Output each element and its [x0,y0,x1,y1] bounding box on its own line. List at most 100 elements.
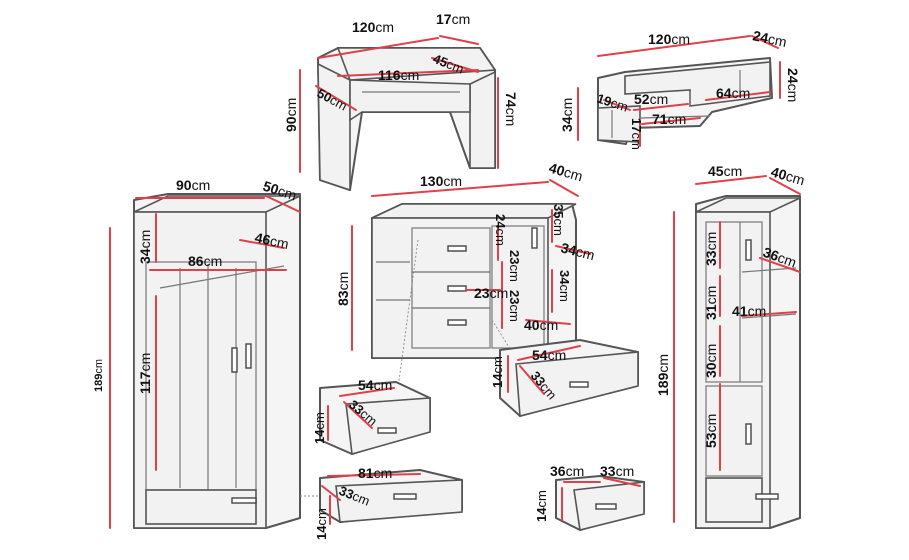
bookcase-glass-door [705,221,763,383]
chest-drawer-3 [411,307,491,349]
desk-height-label: 90cm [283,98,299,132]
desk [317,47,497,192]
wall-shelf-dividers [611,70,741,138]
shelf-bottom-width-label: 71cm [652,111,686,127]
wall-shelf [597,57,773,145]
wardrobe-drawer-depth-line [321,485,341,501]
wardrobe-hanging-height-label: 117cm [137,353,153,394]
desk-side-depth-line [315,85,357,111]
chest-depth-label: 40cm [547,160,584,185]
shelf-width-line [597,35,751,57]
bookcase-width-label: 45cm [708,163,742,179]
chest-left-shelves [376,261,410,301]
chest-depth-line [549,179,579,197]
bookcase-height-label: 189cm [655,354,671,396]
chest-drawer-left-handle [377,427,397,434]
bookcase-width-line [695,175,767,185]
bookcase-cabinet-door [705,385,763,477]
shelf-width-label: 120cm [648,31,690,47]
shelf-bottom-depth-label: 17cm [629,118,644,150]
dimension-lines [109,35,801,529]
wardrobe-height-label: 189cm [93,359,105,392]
wardrobe-door-seams [179,264,237,490]
bookcase-shelf-depth-line [759,257,801,273]
desk-top [336,47,497,81]
bookcase-drawer-depth-label: 33cm [600,463,634,479]
wardrobe-drawer-width-label: 81cm [358,465,392,481]
bookcase-inner-width-line [741,311,797,317]
chest-drawer-left-height-label: 14cm [312,412,327,444]
chest-mid-drawer-1-label: 23cm [507,250,522,282]
chest-drawer-right-width-line [517,345,581,361]
desk-leg-height-label: 74cm [503,92,519,126]
chest-right-lower-label: 34cm [557,270,572,302]
wardrobe-depth-line [265,195,301,213]
shelf-compartment-b-label: 64cm [716,85,750,101]
chest-drawer-left-width-line [339,387,395,397]
chest-handle-2 [447,285,467,292]
chest-drawer-right [499,339,639,418]
desk-width-line [317,37,439,59]
wardrobe-inner-width-label: 86cm [188,253,222,269]
shelf-small-depth-line [603,99,631,111]
chest-inner-depth-line [525,319,571,325]
chest-drawer-left-width-label: 54cm [358,377,392,393]
wardrobe-drawer-handle [231,497,257,504]
desk-depth-label: 17cm [436,11,470,27]
chest-width-label: 130cm [420,173,462,189]
chest-height-label: 83cm [335,272,351,306]
desk-left-leg [317,62,351,192]
wardrobe-drawer-depth-label: 33cm [337,483,372,509]
wardrobe-width-label: 90cm [176,177,210,193]
shelf-small-depth-label: 19cm [595,91,630,115]
chest-drawer-right-height-label: 14cm [490,356,505,388]
bookcase-section-3-label: 30cm [703,344,719,378]
bookcase-section-1-label: 33cm [703,232,719,266]
bookcase [695,195,801,529]
bookcase-depth-label: 40cm [769,164,806,189]
wardrobe-drawer-box-front [335,479,463,523]
bookcase-shelf-depth-label: 36cm [761,244,799,271]
shelf-depth-line [751,35,779,49]
wardrobe-drawer [319,469,463,523]
chest-drawer-left [319,381,431,456]
shelf-height-label: 24cm [785,68,801,102]
chest-drawer-right-width-label: 54cm [532,347,566,363]
shelf-overall-height-label: 34cm [559,98,575,132]
bookcase-front [695,211,771,529]
desk-front-panel [349,79,471,122]
chest-handle-3 [447,319,467,326]
bookcase-drawer-handle [755,493,779,500]
wardrobe-right-handle [245,343,252,369]
wardrobe-front [133,211,267,529]
bookcase-shelves [739,222,797,382]
bookcase-depth-line [769,177,801,195]
desk-top-depth-label: 45cm [431,51,466,77]
desk-depth-line [439,35,479,45]
wardrobe-top-height-label: 34cm [137,230,153,264]
bookcase-drawer-box-handle [595,503,617,510]
chest-drawer-guides [397,239,513,389]
desk-inner-width-line [337,69,479,77]
wardrobe-left-handle [231,347,238,373]
chest-drawer-right-depth-label: 33cm [528,368,560,402]
chest-handle-1 [447,245,467,252]
wardrobe-drawer-front [145,489,257,525]
bookcase-cabinet-handle [745,423,752,445]
chest-right-shelf-depth-label: 34cm [559,239,596,263]
bookcase-drawer-depth-line [603,477,641,487]
chest-right-shelf-depth-line [555,245,591,255]
shelf-compartment-b-line [705,91,771,101]
shelf-compartment-a-line [633,103,689,111]
chest-right-top-label: 35cm [551,204,566,236]
wardrobe-inner-depth-label: 46cm [253,229,290,252]
shelf-compartment-a-label: 52cm [634,91,668,107]
bookcase-section-2-label: 31cm [703,286,719,320]
wardrobe-drawer-height-label: 14cm [314,508,329,540]
desk-inner-width-label: 116cm [378,67,419,83]
desk-width-label: 120cm [352,19,394,35]
shelf-bottom-width-line [641,117,701,125]
desk-right-leg [469,70,496,169]
